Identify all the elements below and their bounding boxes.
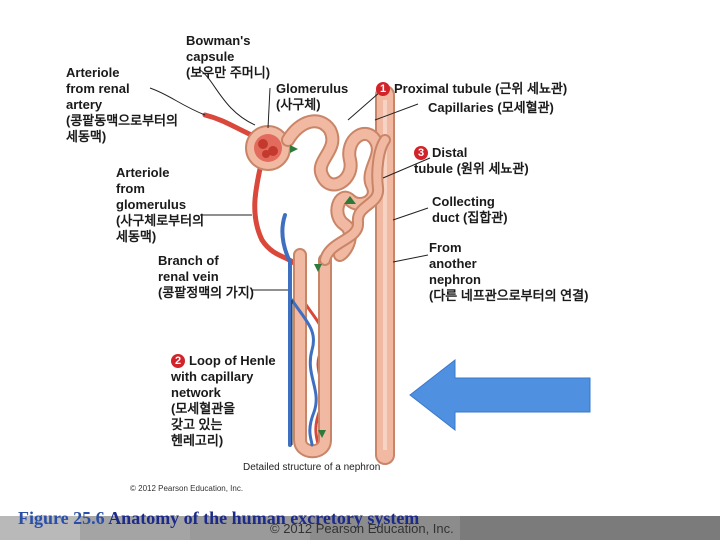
figure-title: Anatomy of the human excretory system (108, 508, 420, 528)
figure-caption: Figure 25.6 Anatomy of the human excreto… (18, 508, 419, 529)
arteriole-from-renal-artery-label: Arteriole from renal artery (콩팥동맥으로부터의 세… (66, 65, 178, 144)
loop-of-henle-text: Loop of Henle with capillary network (모세… (171, 353, 276, 448)
big-blue-arrow (409, 358, 591, 432)
figure-number: Figure 25.6 (18, 508, 105, 528)
branch-of-renal-vein-label: Branch of renal vein (콩팥정맥의 가지) (158, 253, 254, 300)
glomerulus-label: Glomerulus (사구체) (276, 81, 349, 112)
venous-vessels (280, 213, 318, 447)
proximal-tubule-label: 1 Proximal tubule (근위 세뇨관) (376, 81, 567, 97)
copyright-big: © 2012 Pearson Education, Inc. (270, 521, 454, 536)
bowmans-capsule-label: Bowman's capsule (보우만 주머니) (186, 33, 271, 80)
leader-lines (149, 69, 431, 445)
marker-2: 2 (171, 354, 185, 368)
flow-arrows (290, 145, 356, 438)
bowmans-capsule (245, 125, 291, 171)
proximal-tubule-text: Proximal tubule (근위 세뇨관) (394, 81, 568, 96)
collecting-duct-label: Collecting duct (집합관) (432, 194, 508, 225)
loop-of-henle (293, 248, 332, 459)
detail-caption: Detailed structure of a nephron (243, 462, 381, 473)
copyright-small: © 2012 Pearson Education, Inc. (130, 484, 244, 493)
distal-tubule-text: Distal tubule (원위 세뇨관) (414, 145, 529, 176)
marker-1: 1 (376, 82, 390, 96)
marker-3: 3 (414, 146, 428, 160)
distal-tubule (319, 134, 391, 266)
from-another-nephron-label: From another nephron (다른 네프관으로부터의 연결) (429, 240, 589, 303)
arteriole-from-glomerulus-label: Arteriole from glomerulus (사구체로부터의 세동맥) (116, 165, 205, 244)
bottom-bar (0, 516, 720, 540)
proximal-tubule (281, 114, 385, 262)
capillaries-label: Capillaries (모세혈관) (428, 100, 554, 115)
